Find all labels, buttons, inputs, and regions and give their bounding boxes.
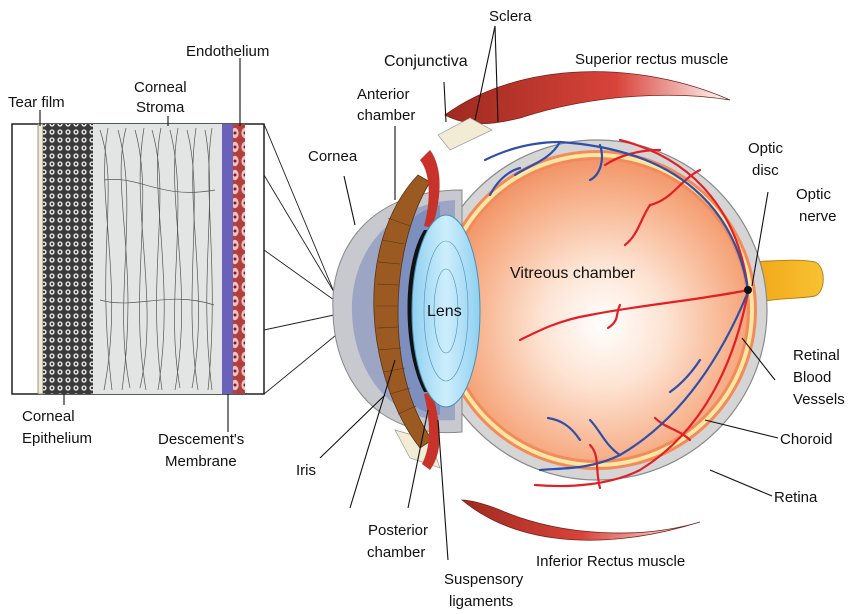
label-vitreous-chamber: Vitreous chamber (510, 265, 636, 282)
label-optic-disc-1: Optic (748, 140, 784, 157)
label-conjunctiva: Conjunctiva (384, 53, 468, 70)
tear-film-layer (38, 124, 43, 394)
label-retina: Retina (774, 489, 818, 506)
label-posterior-chamber-2: chamber (367, 544, 425, 561)
label-descemets-2: Membrane (165, 453, 237, 470)
cornea-cross-section (12, 124, 264, 394)
label-optic-nerve-1: Optic (796, 186, 832, 203)
optic-disc (744, 286, 752, 294)
label-sclera: Sclera (489, 8, 532, 25)
label-lens: Lens (427, 303, 462, 320)
inferior-rectus-muscle (462, 500, 700, 540)
label-posterior-chamber-1: Posterior (368, 522, 428, 539)
superior-rectus-muscle (445, 72, 730, 124)
label-corneal-stroma-2: Stroma (136, 99, 185, 116)
vitreous-body (447, 160, 747, 460)
label-choroid: Choroid (780, 431, 833, 448)
label-endothelium: Endothelium (186, 43, 269, 60)
label-corneal-epithelium-2: Epithelium (22, 430, 92, 447)
label-anterior-chamber-2: chamber (357, 107, 415, 124)
label-anterior-chamber-1: Anterior (357, 86, 410, 103)
label-optic-nerve-2: nerve (799, 208, 837, 225)
label-suspensory-1: Suspensory (444, 571, 524, 588)
label-retinal-vessels-3: Vessels (793, 391, 845, 408)
label-corneal-stroma-1: Corneal (134, 79, 187, 96)
label-superior-rectus: Superior rectus muscle (575, 51, 728, 68)
label-tear-film: Tear film (8, 94, 65, 111)
label-retinal-vessels-2: Blood (793, 369, 831, 386)
label-optic-disc-2: disc (752, 162, 779, 179)
endothelium-layer (233, 124, 245, 394)
label-suspensory-2: ligaments (449, 593, 513, 610)
label-inferior-rectus: Inferior Rectus muscle (536, 553, 685, 570)
label-retinal-vessels-1: Retinal (793, 347, 840, 364)
label-descemets-1: Descement's (158, 431, 244, 448)
label-iris: Iris (296, 462, 316, 479)
epithelium-layer (43, 124, 93, 394)
descemets-layer (222, 124, 233, 394)
label-corneal-epithelium-1: Corneal (22, 408, 75, 425)
label-cornea: Cornea (308, 148, 358, 165)
